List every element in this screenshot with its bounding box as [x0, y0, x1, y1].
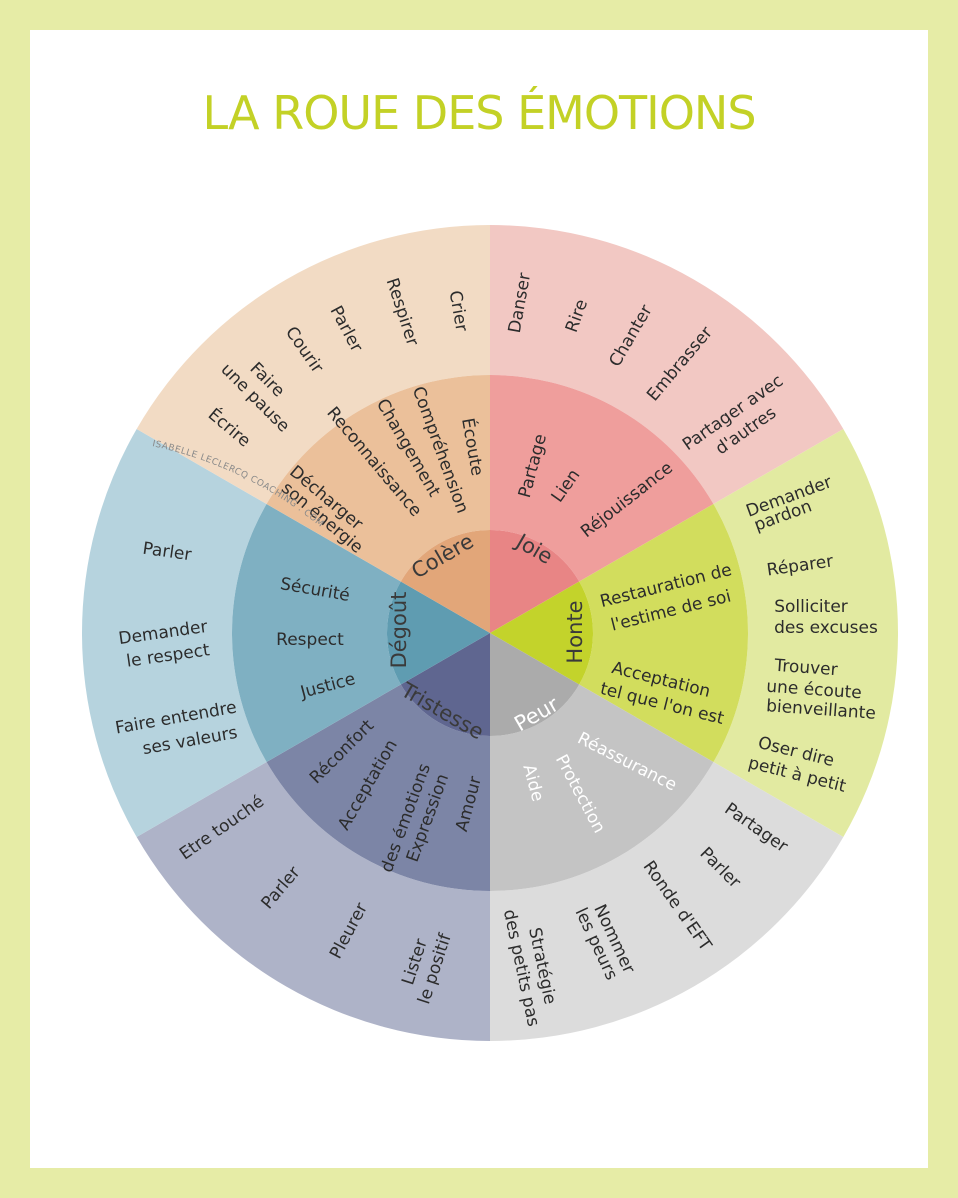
outer-sector-colere: [490, 225, 844, 504]
core-sector-honte: [490, 633, 580, 736]
outer-sector-honte: [490, 762, 844, 1041]
middle-sector-tristesse: [232, 504, 401, 762]
outer-sector-tristesse: [82, 429, 267, 837]
core-label-degout: Dégoût: [387, 592, 411, 669]
outer-sector-peur: [136, 762, 491, 1041]
core-sector-colere: [490, 530, 580, 633]
core-sector-peur: [400, 633, 490, 737]
core-sector-tristesse: [387, 581, 490, 685]
page-title: LA ROUE DES ÉMOTIONS: [202, 86, 756, 140]
outer-sector-degout: [136, 225, 491, 504]
middle-sector-degout: [266, 375, 490, 582]
core-sector-degout: [400, 530, 490, 633]
middle-label: Respect: [276, 630, 344, 650]
middle-sector-peur: [266, 684, 490, 891]
middle-sector-honte: [490, 684, 714, 891]
outer-label: Solliciter: [774, 597, 848, 617]
core-sector-joie: [490, 581, 593, 685]
middle-sector-colere: [490, 375, 714, 582]
outer-label: des excuses: [774, 618, 878, 638]
outer-label: Trouver: [773, 656, 838, 680]
middle-sector-joie: [579, 504, 748, 762]
core-label-honte: Honte: [563, 600, 587, 663]
outer-sector-joie: [713, 429, 898, 837]
